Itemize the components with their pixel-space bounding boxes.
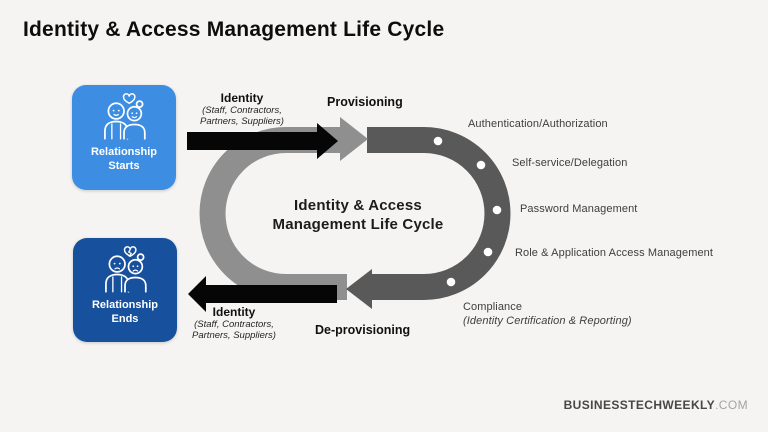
stage-self-service: Self-service/Delegation [512,157,628,169]
identity-out-label: Identity (Staff, Contractors, Partners, … [192,305,276,342]
brand-suffix: .COM [715,398,748,412]
relationship-ends-card: Relationship Ends [73,238,177,342]
brand-footer: BUSINESSTECHWEEKLY.COM [564,398,748,412]
couple-broken-heart-icon [105,246,147,293]
relationship-ends-label: Relationship Ends [91,299,158,325]
stage-compliance: Compliance (Identity Certification & Rep… [463,301,632,327]
page-title: Identity & Access Management Life Cycle [23,18,445,41]
stage-authentication: Authentication/Authorization [468,118,608,130]
relationship-starts-label: Relationship Starts [90,146,157,172]
stage-dot [483,247,493,257]
cycle-center-label: Identity & Access Management Life Cycle [272,197,444,233]
provision-arrowhead-icon [340,117,368,161]
relationship-starts-card: Relationship Starts [72,85,176,190]
identity-in-label: Identity (Staff, Contractors, Partners, … [200,91,284,128]
deprovision-arrowhead-icon [346,269,372,309]
provisioning-label: Provisioning [327,95,403,109]
identity-in-arrow-icon [187,123,338,159]
stage-role-access: Role & Application Access Management [515,247,714,259]
deprovisioning-label: De-provisioning [315,323,411,337]
stage-compliance-sub: (Identity Certification & Reporting) [463,315,632,327]
stage-dot [492,205,502,215]
stage-dot [476,160,486,170]
stage-dot [446,277,456,287]
stage-password-management: Password Management [520,203,638,215]
couple-heart-icon [104,93,146,140]
stage-dot [433,136,443,146]
brand-name: BUSINESSTECHWEEKLY [563,398,716,412]
